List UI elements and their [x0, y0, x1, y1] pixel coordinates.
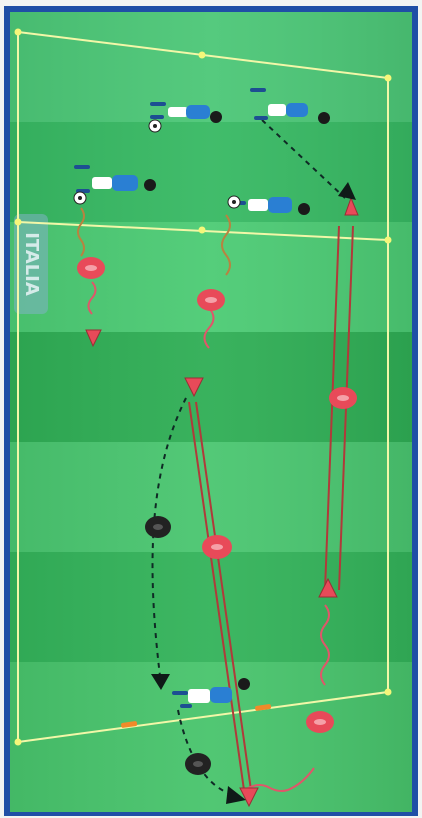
cone-icon [306, 711, 334, 733]
badge-text: ITALIA [21, 232, 42, 296]
cone-icon [145, 516, 171, 538]
cone-icon [197, 289, 225, 311]
italia-badge-icon: ITALIA [14, 214, 48, 314]
ball-icon [228, 196, 240, 208]
cone-icon [185, 753, 211, 775]
ball-icon [149, 120, 161, 132]
cone-icon [77, 257, 105, 279]
cone-icon [329, 387, 357, 409]
cone-icon [202, 535, 232, 559]
ball-icon [74, 192, 86, 204]
